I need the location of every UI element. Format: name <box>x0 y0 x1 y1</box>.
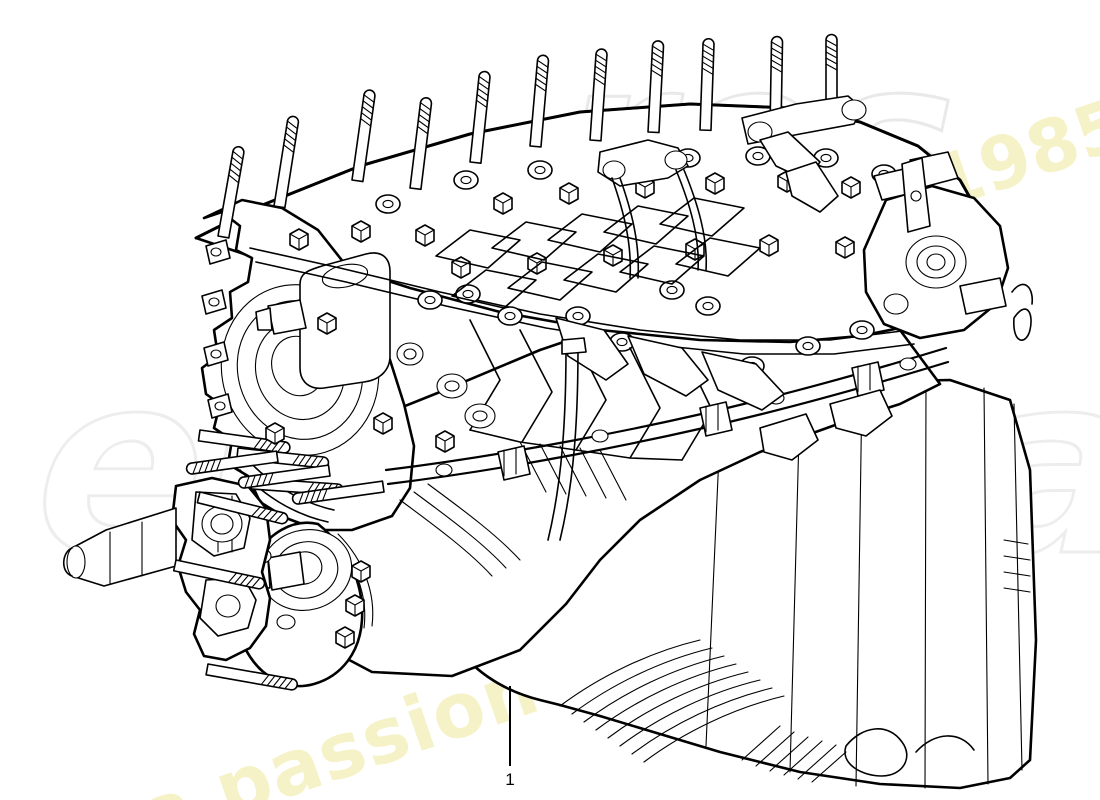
callout-label-1[interactable]: 1 <box>505 770 515 789</box>
callout-leader-line-1 <box>509 686 511 766</box>
